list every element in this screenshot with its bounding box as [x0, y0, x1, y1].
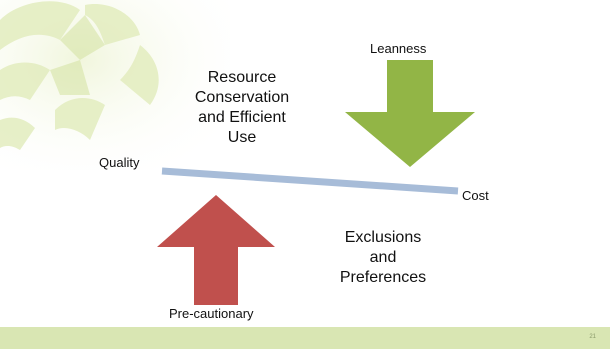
label-resource-conservation: Resource Conservation and Efficient Use [184, 68, 300, 148]
label-precautionary: Pre-cautionary [169, 306, 254, 321]
resource-line-1: Resource [207, 69, 277, 86]
decorative-citrus-graphic [0, 0, 230, 170]
green-down-arrow-icon [345, 60, 475, 167]
exclusions-line-3: Preferences [339, 269, 427, 286]
slide-number: 21 [589, 334, 596, 340]
exclusions-line-2: and [369, 249, 397, 266]
footer-bar [0, 327, 610, 349]
label-exclusions-preferences: Exclusions and Preferences [333, 228, 433, 288]
resource-line-3: and Efficient [198, 109, 286, 126]
resource-line-2: Conservation [194, 89, 290, 106]
label-leanness: Leanness [370, 41, 427, 56]
label-quality: Quality [99, 155, 140, 170]
balance-beam [161, 167, 459, 195]
exclusions-line-1: Exclusions [344, 229, 422, 246]
resource-line-4: Use [227, 129, 257, 146]
label-cost: Cost [462, 188, 489, 203]
red-up-arrow-icon [157, 195, 275, 305]
